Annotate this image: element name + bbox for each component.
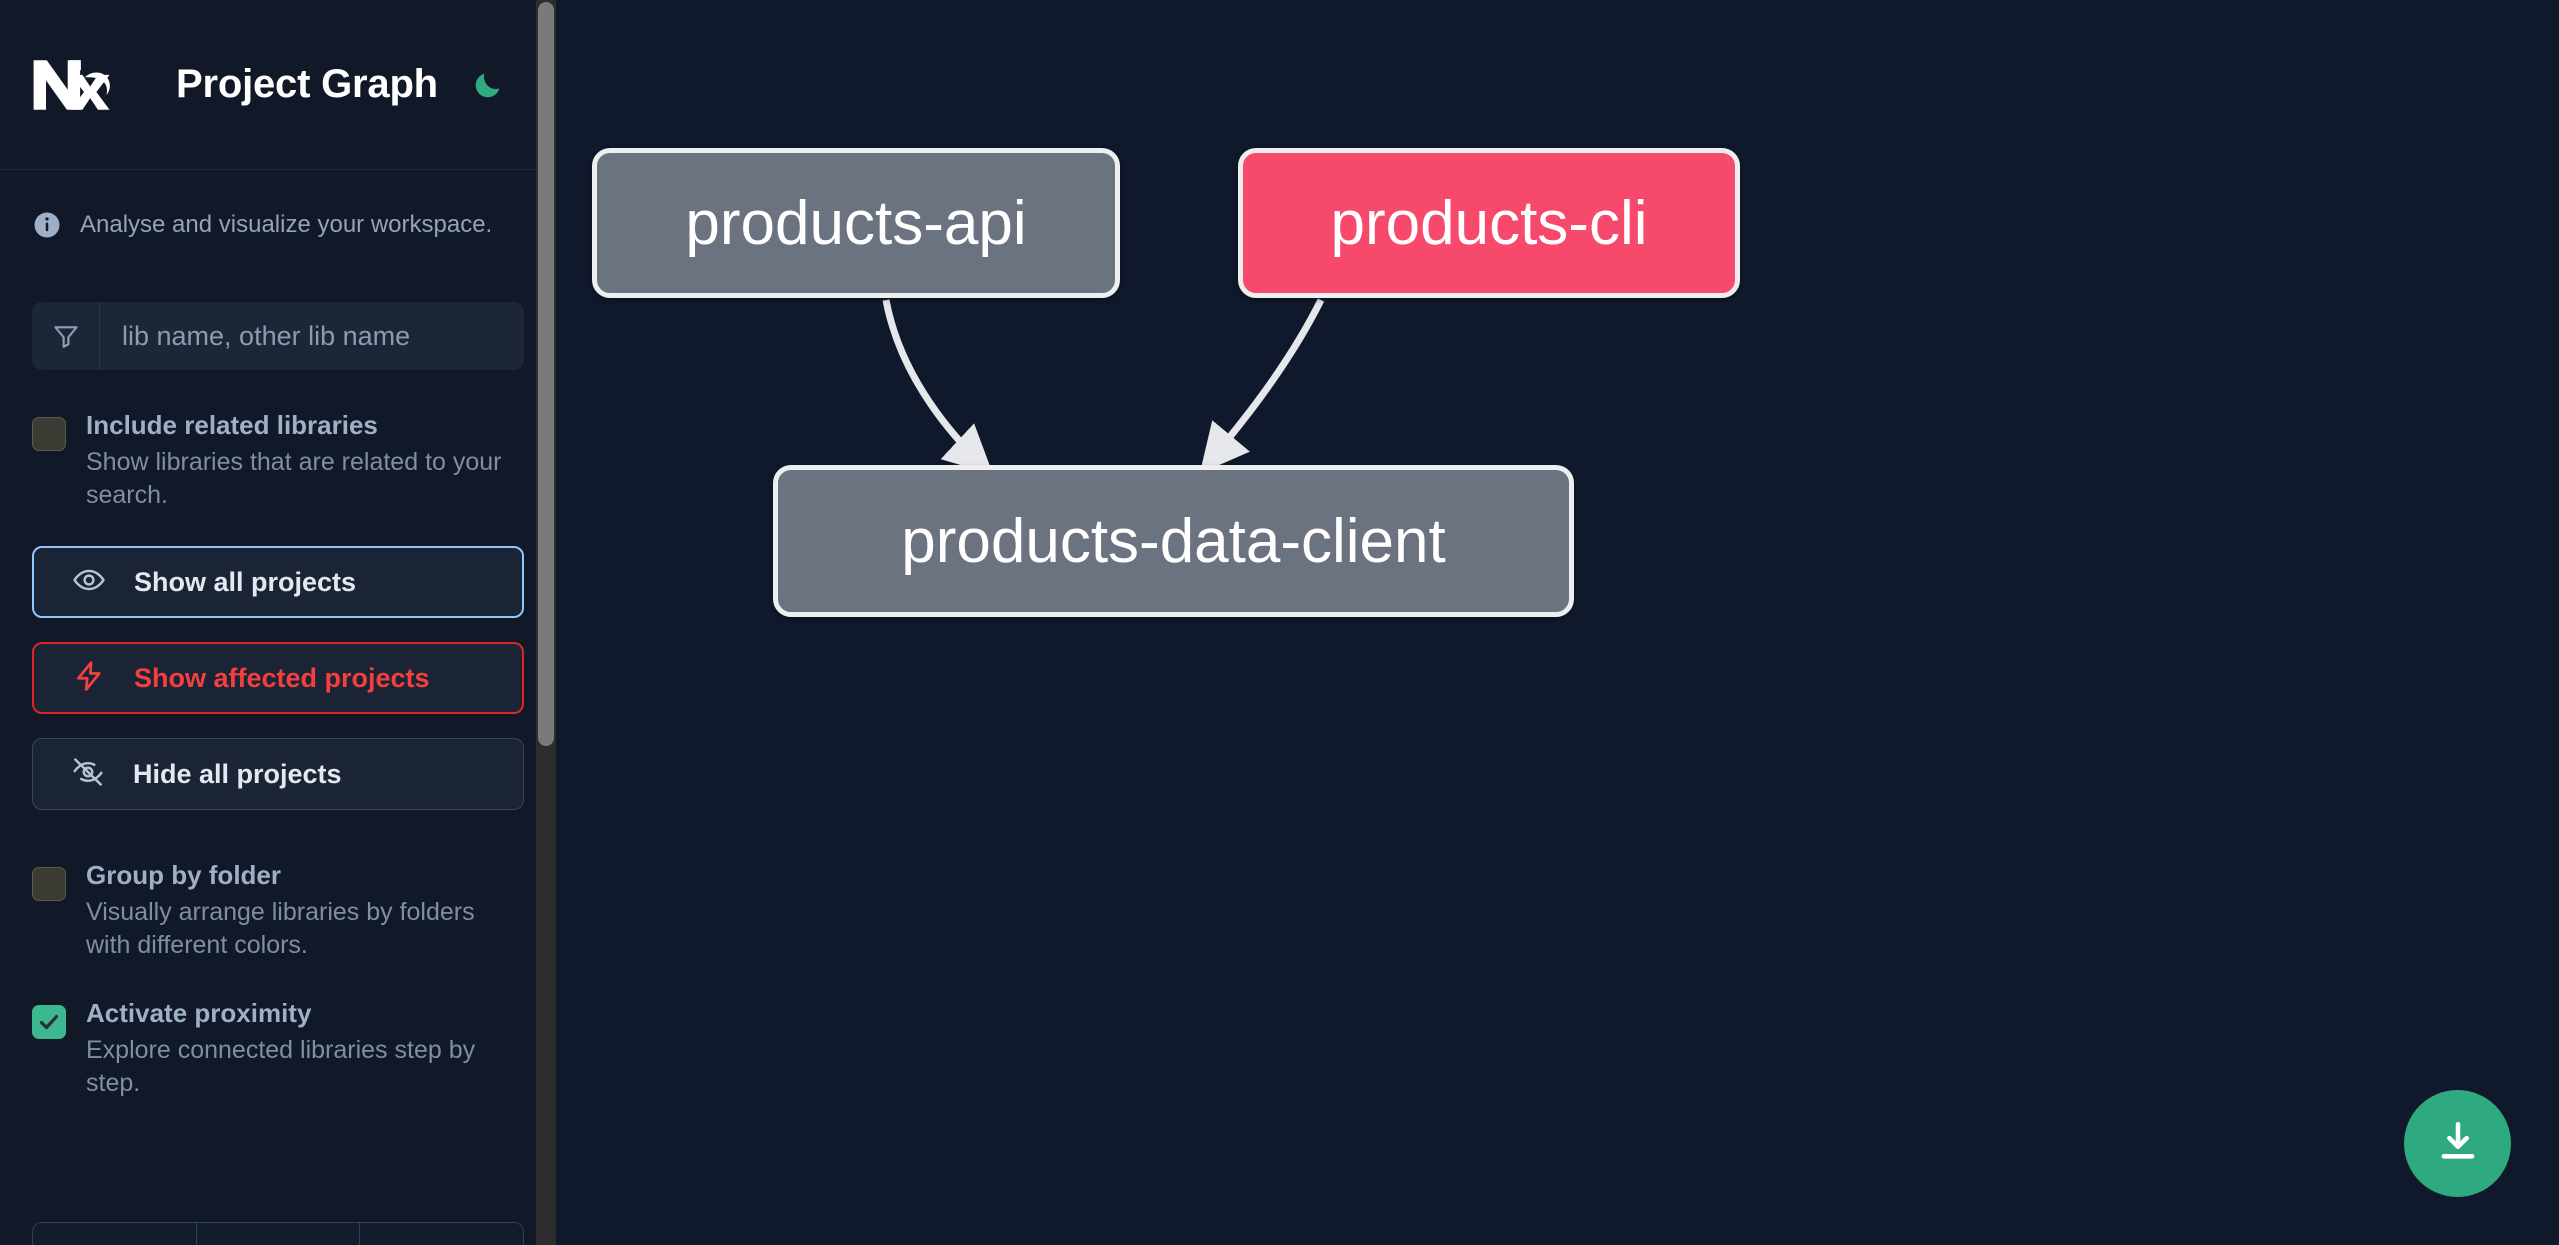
download-image-button[interactable] (2404, 1090, 2511, 1197)
bottom-group-segment[interactable] (196, 1223, 361, 1245)
download-icon (2432, 1116, 2484, 1171)
edge-products-cli-to-data-client (1199, 298, 1325, 474)
show-all-projects-label: Show all projects (134, 566, 357, 597)
activate-proximity-checkbox[interactable] (32, 1005, 66, 1040)
graph-node-label: products-data-client (901, 506, 1446, 576)
option-activate-proximity[interactable]: Activate proximity Explore connected lib… (32, 998, 524, 1100)
option-description: Explore connected libraries step by step… (86, 1036, 476, 1098)
lightning-bolt-icon (72, 659, 106, 698)
graph-canvas[interactable]: products-api products-cli products-data-… (556, 0, 2559, 1245)
hide-all-projects-button[interactable]: Hide all projects (32, 738, 524, 811)
nx-logo-icon (30, 54, 124, 116)
group-by-folder-checkbox[interactable] (32, 867, 66, 902)
graph-node-products-cli[interactable]: products-cli (1238, 148, 1740, 298)
option-description: Visually arrange libraries by folders wi… (86, 897, 475, 960)
bottom-group-segment[interactable] (33, 1223, 197, 1245)
bottom-group-segment[interactable] (360, 1223, 523, 1245)
hide-all-projects-label: Hide all projects (133, 758, 342, 789)
edge-products-api-to-data-client (882, 299, 994, 475)
option-label: Group by folder (86, 860, 281, 891)
info-circle-icon (32, 210, 62, 240)
moon-icon[interactable] (468, 65, 508, 105)
option-label: Activate proximity (86, 998, 312, 1029)
sidebar-scrollbar[interactable] (536, 0, 556, 1245)
graph-edges (882, 298, 1325, 475)
graph-node-label: products-cli (1330, 188, 1648, 258)
workspace-info-text: Analyse and visualize your workspace. (80, 211, 493, 238)
sidebar: Project Graph Analyse and visualize your… (0, 0, 556, 1245)
option-group-by-folder[interactable]: Group by folder Visually arrange librari… (32, 860, 524, 962)
graph-node-label: products-api (685, 188, 1027, 258)
show-affected-projects-label: Show affected projects (134, 662, 430, 693)
search-box[interactable] (32, 302, 524, 370)
show-all-projects-button[interactable]: Show all projects (32, 546, 524, 619)
include-related-libraries-checkbox[interactable] (32, 417, 66, 451)
eye-off-icon (71, 755, 105, 794)
show-affected-projects-button[interactable]: Show affected projects (32, 642, 524, 715)
eye-icon (72, 563, 106, 602)
option-description: Show libraries that are related to your … (86, 447, 502, 509)
sidebar-scrollbar-thumb[interactable] (538, 2, 554, 746)
page-title: Project Graph (176, 62, 438, 106)
workspace-info: Analyse and visualize your workspace. (32, 170, 524, 240)
sidebar-header: Project Graph (0, 0, 556, 170)
option-include-related-libraries[interactable]: Include related libraries Show libraries… (32, 410, 524, 512)
graph-node-products-data-client[interactable]: products-data-client (773, 465, 1574, 617)
option-label: Include related libraries (86, 410, 378, 440)
search-input[interactable] (100, 302, 524, 370)
sidebar-body: Analyse and visualize your workspace. In… (0, 170, 556, 1101)
bottom-button-group[interactable] (32, 1222, 524, 1245)
filter-funnel-icon (32, 302, 100, 370)
graph-node-products-api[interactable]: products-api (592, 148, 1120, 298)
